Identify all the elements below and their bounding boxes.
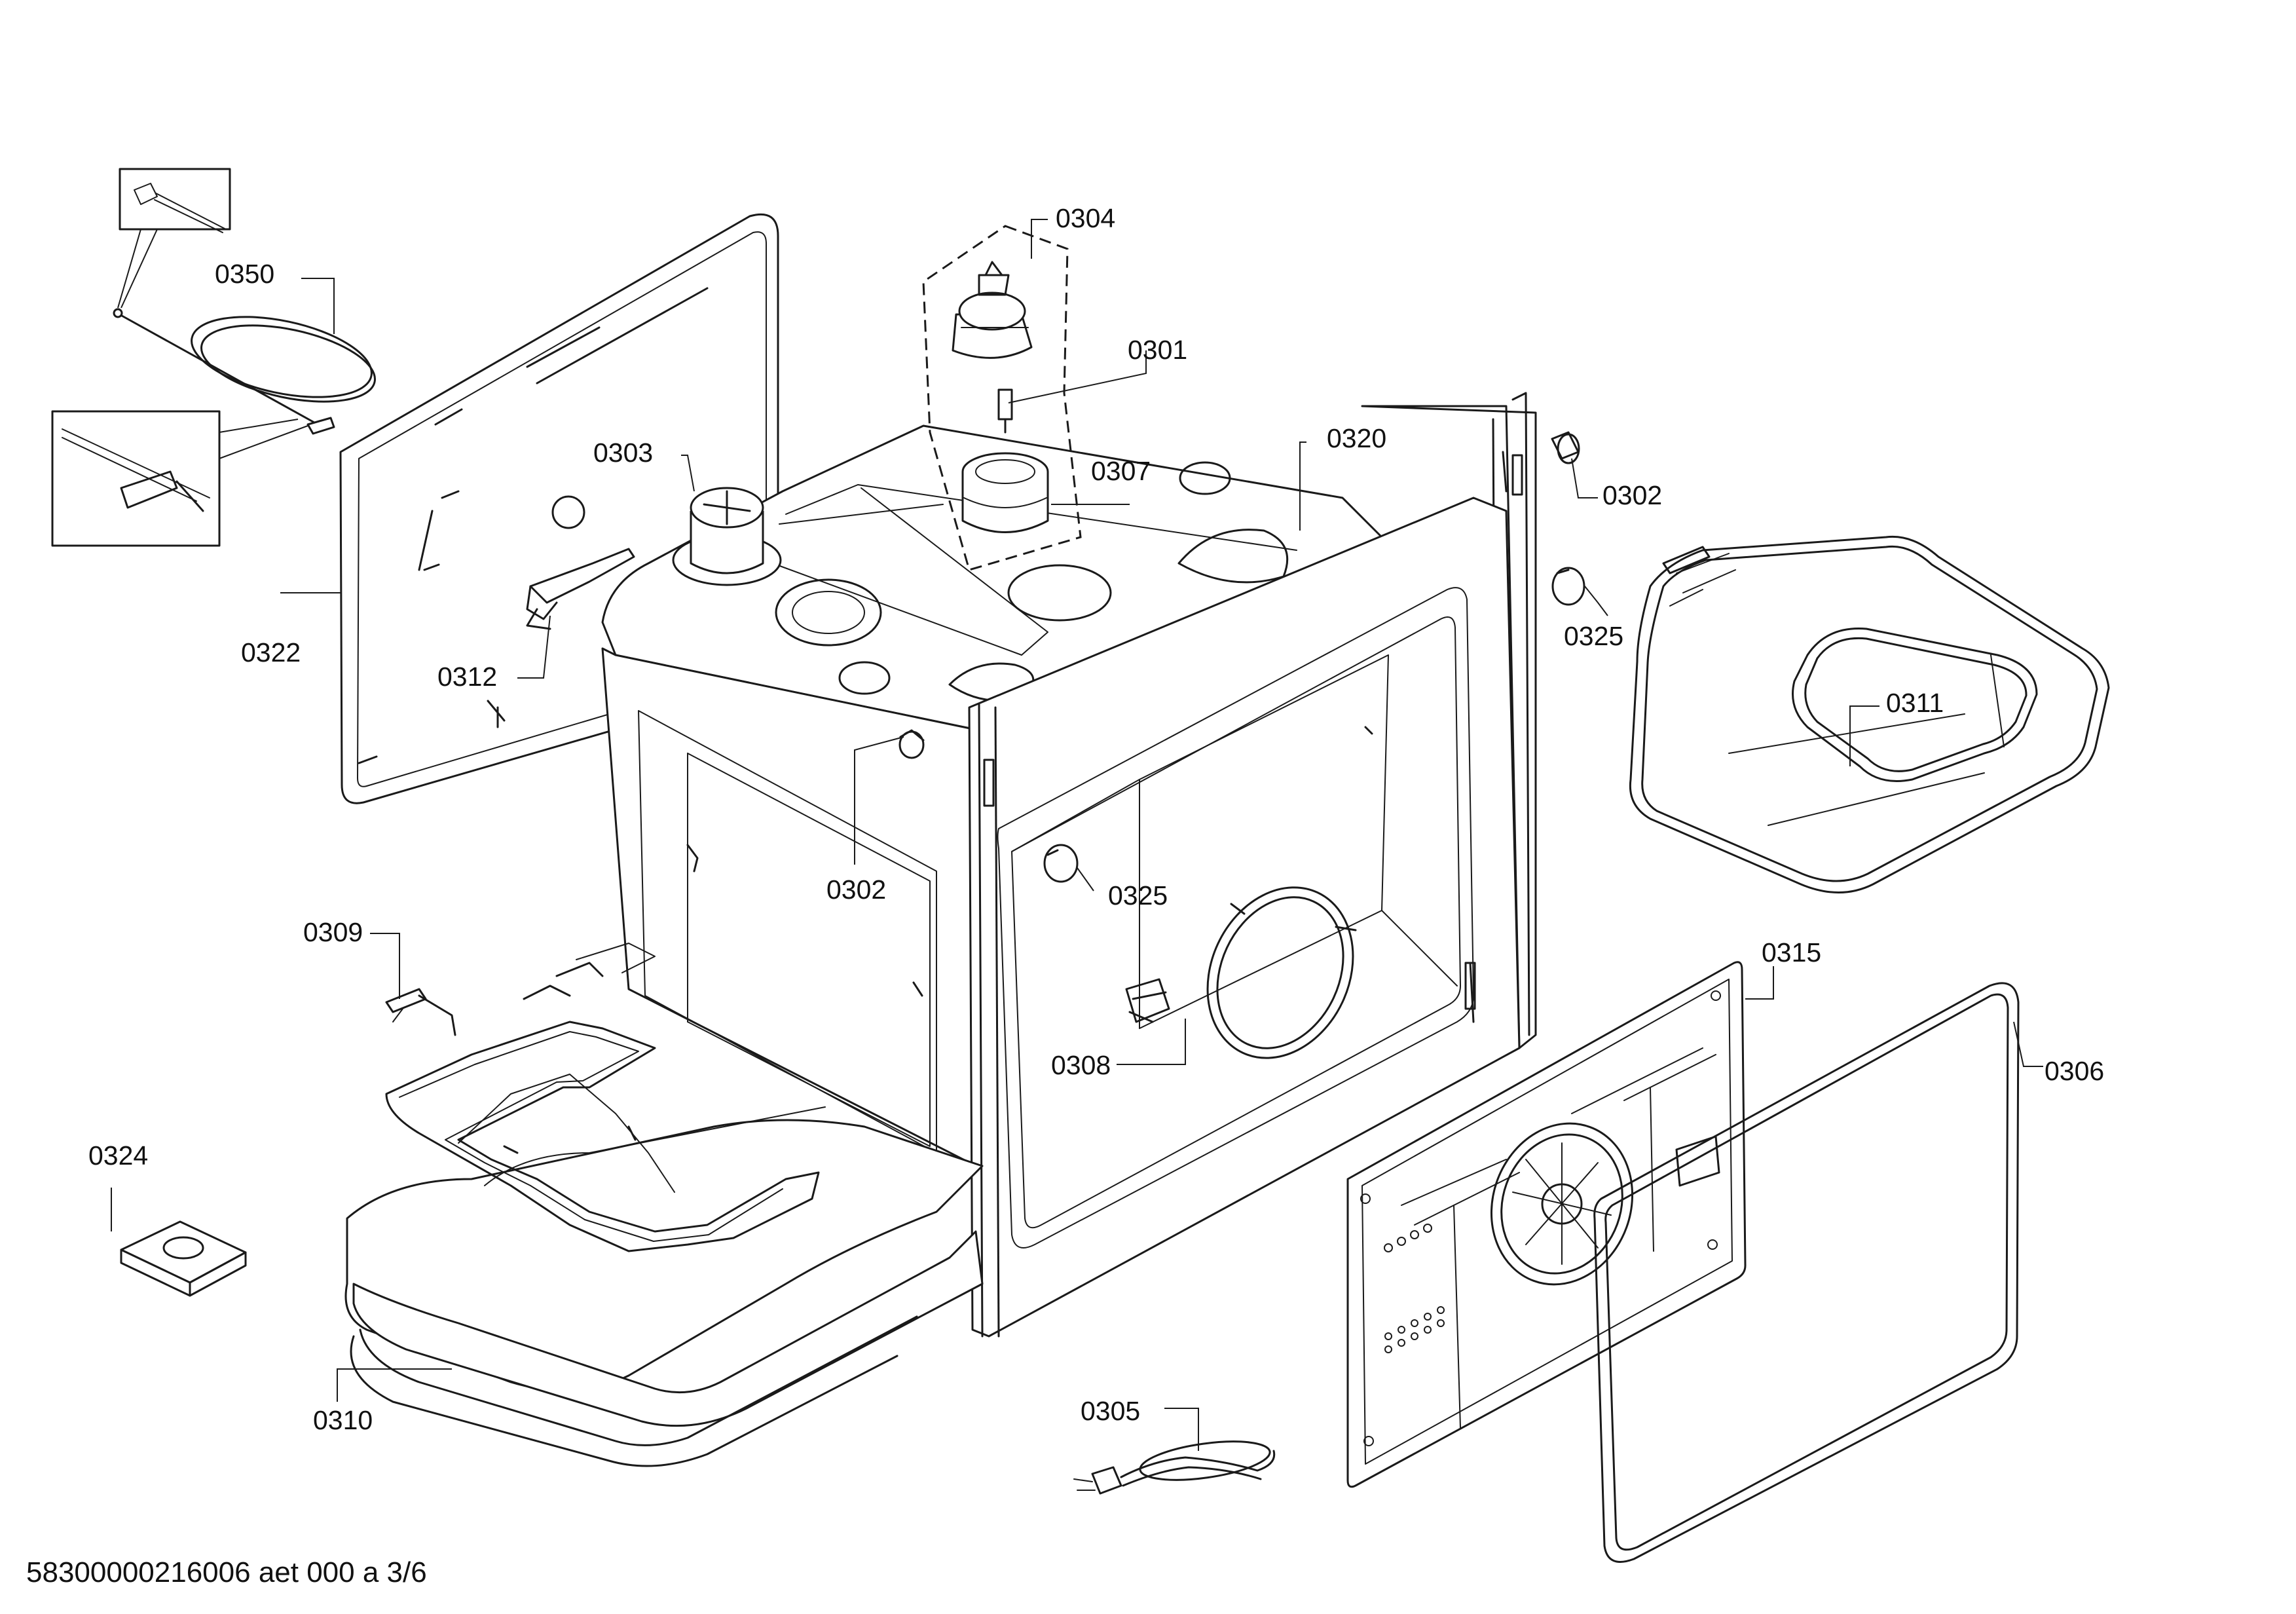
- callout-0301: 0301: [1128, 335, 1187, 365]
- callout-labels: 0350 0304 0301 0303 0320 0307 0302 0325 …: [88, 203, 2104, 1435]
- part-0311-grill-element: [1629, 535, 2110, 893]
- callout-0309: 0309: [303, 917, 363, 947]
- callout-0311: 0311: [1886, 688, 1944, 718]
- callout-0306: 0306: [2045, 1056, 2104, 1086]
- part-0302-holder-right: [1551, 431, 1580, 464]
- callout-0303: 0303: [593, 438, 653, 468]
- callout-0325-left: 0325: [1108, 880, 1168, 910]
- part-0308-ring-heater: [1125, 886, 1357, 1059]
- callout-0320: 0320: [1327, 423, 1386, 453]
- part-0320-oven-cavity: [601, 392, 1537, 1338]
- part-0315-back-panel: [1346, 961, 1747, 1488]
- callout-0307: 0307: [1091, 456, 1151, 486]
- callout-0350: 0350: [215, 259, 274, 289]
- callout-0325-right: 0325: [1564, 621, 1623, 651]
- callout-0302-right: 0302: [1602, 480, 1662, 510]
- part-0303-lamp-cover: [672, 487, 782, 586]
- part-0310-insulation: [344, 1106, 984, 1467]
- callout-0322: 0322: [241, 637, 301, 667]
- callout-0315: 0315: [1762, 937, 1821, 967]
- document-reference: 58300000216006 aet 000 a 3/6: [26, 1556, 427, 1588]
- part-group-lamp: [922, 225, 1082, 571]
- callout-0308: 0308: [1051, 1050, 1111, 1080]
- part-0312-bracket: [526, 548, 635, 630]
- part-0305-power-cord: [1073, 1440, 1276, 1495]
- part-0350-sensor-cable: [51, 168, 376, 547]
- leader-lines: [111, 219, 2043, 1451]
- bottom-heating-element: [385, 943, 820, 1252]
- part-0309-bracket: [385, 988, 456, 1036]
- callout-0304: 0304: [1056, 203, 1115, 233]
- part-0324-pad: [120, 1220, 247, 1297]
- part-0325-knob-left: [1043, 844, 1079, 883]
- callout-0324: 0324: [88, 1140, 148, 1171]
- part-0325-knob-right: [1551, 567, 1585, 606]
- part-0302-holder-left: [898, 729, 925, 759]
- callout-0310: 0310: [313, 1405, 373, 1435]
- callout-0302-left: 0302: [826, 874, 886, 905]
- callout-0305: 0305: [1081, 1396, 1140, 1426]
- callout-0312: 0312: [437, 662, 497, 692]
- part-0306-gasket: [1593, 982, 2020, 1563]
